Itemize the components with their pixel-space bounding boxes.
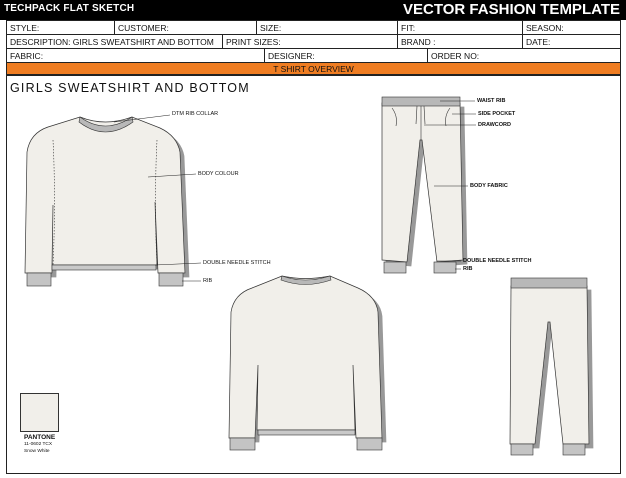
info-row-3: FABRIC: DESIGNER: ORDER NO: <box>7 49 620 63</box>
fit-field[interactable]: FIT: <box>398 21 523 34</box>
pants-front-details <box>381 96 461 274</box>
style-field[interactable]: STYLE: <box>7 21 115 34</box>
pants-back-details <box>510 277 588 456</box>
label-pants-stitch: DOUBLE NEEDLE STITCH <box>463 258 532 264</box>
date-field[interactable]: DATE: <box>526 37 551 47</box>
brand-field[interactable]: BRAND : <box>398 35 523 48</box>
label-body-colour: BODY COLOUR <box>198 171 239 177</box>
customer-field[interactable]: CUSTOMER: <box>115 21 257 34</box>
pantone-name: Snow White <box>24 449 50 454</box>
designer-field[interactable]: DESIGNER: <box>265 49 428 62</box>
label-rib: RIB <box>203 278 213 284</box>
order-no-field[interactable]: ORDER NO: <box>431 51 480 61</box>
header-bar: TECHPACK FLAT SKETCH VECTOR FASHION TEMP… <box>0 0 626 20</box>
size-field[interactable]: SIZE: <box>257 21 398 34</box>
label-double-needle-stitch: DOUBLE NEEDLE STITCH <box>203 260 271 266</box>
sweatshirt-front-details <box>26 116 184 287</box>
template-title: VECTOR FASHION TEMPLATE <box>403 1 620 18</box>
print-sizes-field[interactable]: PRINT SIZES: <box>223 35 398 48</box>
label-drawcord: DRAWCORD <box>478 122 511 128</box>
label-side-pocket: SIDE POCKET <box>478 111 516 117</box>
pantone-code: 11-0602 TCX <box>24 442 53 447</box>
info-row-1: STYLE: CUSTOMER: SIZE: FIT: SEASON: <box>7 21 620 35</box>
info-grid: STYLE: CUSTOMER: SIZE: FIT: SEASON: DESC… <box>6 20 621 76</box>
description-field[interactable]: DESCRIPTION: GIRLS SWEATSHIRT AND BOTTOM <box>7 35 223 48</box>
pantone-label: PANTONE <box>24 434 56 441</box>
page-title: GIRLS SWEATSHIRT AND BOTTOM <box>10 81 250 95</box>
season-field[interactable]: SEASON: <box>526 23 564 33</box>
callout-lines <box>113 100 476 282</box>
section-bar: T SHIRT OVERVIEW <box>7 63 620 75</box>
sweatshirt-back-sketch <box>228 275 383 439</box>
sweatshirt-front-sketch <box>24 116 186 274</box>
label-rib-collar: DTM RIB COLLAR <box>172 111 219 117</box>
label-pants-rib: RIB <box>463 266 473 272</box>
label-waist-rib: WAIST RIB <box>477 98 506 104</box>
fabric-field[interactable]: FABRIC: <box>7 49 265 62</box>
info-row-2: DESCRIPTION: GIRLS SWEATSHIRT AND BOTTOM… <box>7 35 620 49</box>
techpack-title: TECHPACK FLAT SKETCH <box>4 3 135 14</box>
pantone-swatch <box>20 393 59 432</box>
pants-front-sketch <box>381 102 464 263</box>
sketch-frame <box>6 76 621 474</box>
sweatshirt-back-details <box>229 275 383 451</box>
label-body-fabric: BODY FABRIC <box>470 183 508 189</box>
pants-back-sketch <box>509 285 590 445</box>
